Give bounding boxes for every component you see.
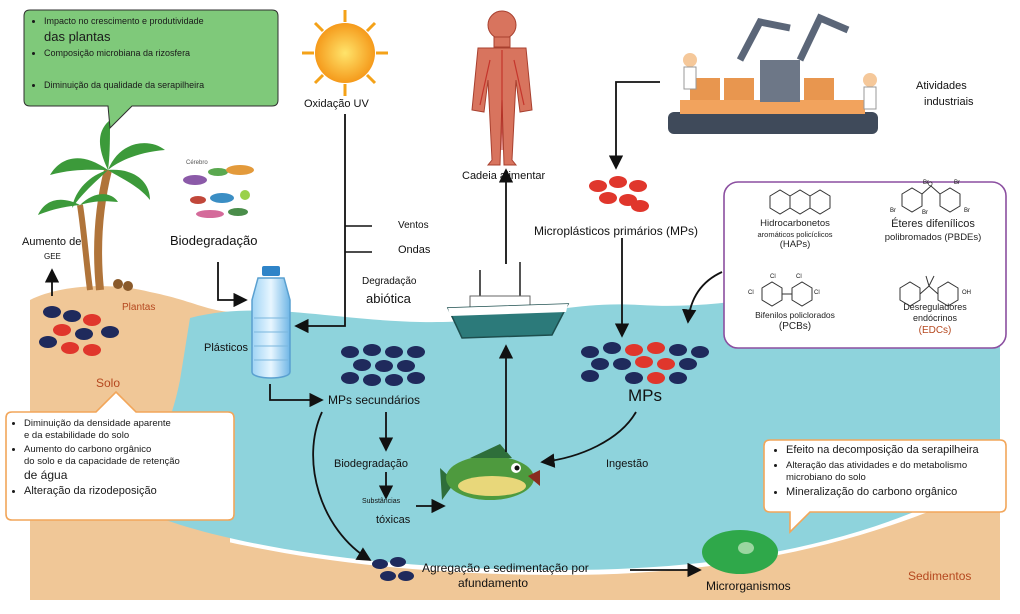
soil-callout-item-2: Aumento do carbono orgânico do solo e da… <box>24 444 232 483</box>
factory-icon <box>668 13 878 134</box>
soil-mp-particles <box>39 306 119 356</box>
soil-label: Solo <box>96 376 121 390</box>
pbde-label: Éteres difenílicos polibromados (PBDEs) <box>884 218 982 243</box>
arrow-uv-bottle <box>294 114 346 334</box>
sun-icon <box>302 10 388 96</box>
pcb-cl-left: Cl <box>748 290 754 296</box>
biodegradation-water-label: Biodegradação <box>334 458 409 470</box>
primary-mp-particles <box>589 176 649 212</box>
microorganisms-label: Microrganismos <box>706 579 791 593</box>
arrow-mps-fish <box>540 411 637 468</box>
primary-mps-label: Microplásticos primários (MPs) <box>534 224 699 238</box>
edc-structure <box>899 275 959 307</box>
sediment-mp-particles <box>372 557 414 581</box>
plants-callout-continuation: das plantas <box>44 29 111 45</box>
soil-callout-item-1: Diminuição da densidade aparente e da es… <box>24 418 232 442</box>
pbde-br-right: Br <box>964 208 970 214</box>
human-body-icon <box>471 10 533 166</box>
pbde-br-left: Br <box>890 208 896 214</box>
winds-label: Ventos <box>398 220 429 231</box>
plants-callout-item-1: Impacto no crescimento e produtividade <box>44 16 276 27</box>
arrow-industry-primary <box>608 81 660 170</box>
ghg-label-line1: Aumento de <box>22 236 82 248</box>
abiotic-label-line1: Degradação <box>362 276 417 287</box>
edc-oh: OH <box>962 290 971 296</box>
microbe-caption: Cérebro <box>186 160 208 166</box>
waves-label: Ondas <box>398 244 431 256</box>
sediment-callout-box <box>763 439 1007 534</box>
sediment-callout-item-3: Mineralização do carbono orgânico <box>786 486 1004 500</box>
soil-callout-text: Diminuição da densidade aparente e da es… <box>10 418 232 500</box>
plastics-label: Plásticos <box>204 342 249 354</box>
pbde-br-top-2: Br <box>954 180 960 186</box>
arrow-secondary-sediment <box>312 411 372 561</box>
hap-label: Hidrocarbonetos aromáticos policíclicos … <box>757 218 833 251</box>
sediment-callout-text: Efeito na decomposição da serapilheira A… <box>772 444 1004 501</box>
mps-label: MPs <box>628 386 662 405</box>
pcb-structure <box>761 281 813 307</box>
pbde-br-top-1: Br <box>923 180 929 186</box>
ghg-label-line2: GEE <box>44 252 61 261</box>
industry-label-line2: industriais <box>924 96 974 108</box>
food-chain-label: Cadeia alimentar <box>462 170 546 182</box>
arrow-bottle-secondary <box>269 384 324 408</box>
toxic-label-line1: Substâncias <box>362 498 401 505</box>
pbde-structure <box>901 185 961 213</box>
sediments-label: Sedimentos <box>908 569 972 583</box>
chemicals-box <box>723 181 1007 349</box>
plants-callout-box <box>23 9 279 130</box>
arrow-chem-mps <box>681 271 723 324</box>
plants-callout-item-2: Composição microbiana da rizosfera <box>44 48 276 59</box>
pcb-cl-right: Cl <box>814 290 820 296</box>
secondary-mps-label: MPs secundários <box>328 393 421 407</box>
aggregation-label-line2: afundamento <box>458 576 529 590</box>
plants-callout-item-3: Diminuição da qualidade da serapilheira <box>44 80 276 91</box>
ingestion-label: Ingestão <box>606 458 649 470</box>
plastic-bottle-icon <box>251 266 291 379</box>
microbes-icon <box>183 165 254 218</box>
soil-callout-box <box>5 390 235 521</box>
aggregation-label-line1: Agregação e sedimentação por <box>422 561 589 575</box>
fish-icon <box>440 444 540 500</box>
sediment-callout-item-1: Efeito na decomposição da serapilheira <box>786 444 1004 458</box>
palm-trees-icon <box>38 120 165 291</box>
microorganism-blob <box>702 530 778 574</box>
edc-label: Desreguladores endócrinos (EDCs) <box>903 302 967 336</box>
pcb-cl-top-1: Cl <box>770 274 776 280</box>
pbde-o: O <box>928 182 933 188</box>
toxic-label-line2: tóxicas <box>376 514 411 526</box>
arrow-biodeg-bottle <box>217 262 248 308</box>
hap-structure <box>769 189 831 215</box>
sediment-callout-item-2: Alteração das atividades e do metabolism… <box>786 460 1004 484</box>
pbde-br-mid: Br <box>922 210 928 216</box>
plants-label: Plantas <box>122 302 156 313</box>
abiotic-label-line2: abiótica <box>366 291 411 306</box>
mixed-mp-particles <box>581 342 709 384</box>
plants-callout-text: Impacto no crescimento e produtividade d… <box>30 16 276 93</box>
industry-label-line1: Atividades <box>916 80 967 92</box>
pcb-label: Bifenilos policlorados (PCBs) <box>755 310 835 332</box>
biodegradation-label: Biodegradação <box>170 233 258 248</box>
soil-callout-item-3: Alteração da rizodeposição <box>24 485 232 499</box>
fishing-boat-icon <box>446 262 570 339</box>
uv-oxidation-label: Oxidação UV <box>304 98 369 110</box>
pcb-cl-top-2: Cl <box>796 274 802 280</box>
secondary-mp-particles <box>341 344 425 386</box>
